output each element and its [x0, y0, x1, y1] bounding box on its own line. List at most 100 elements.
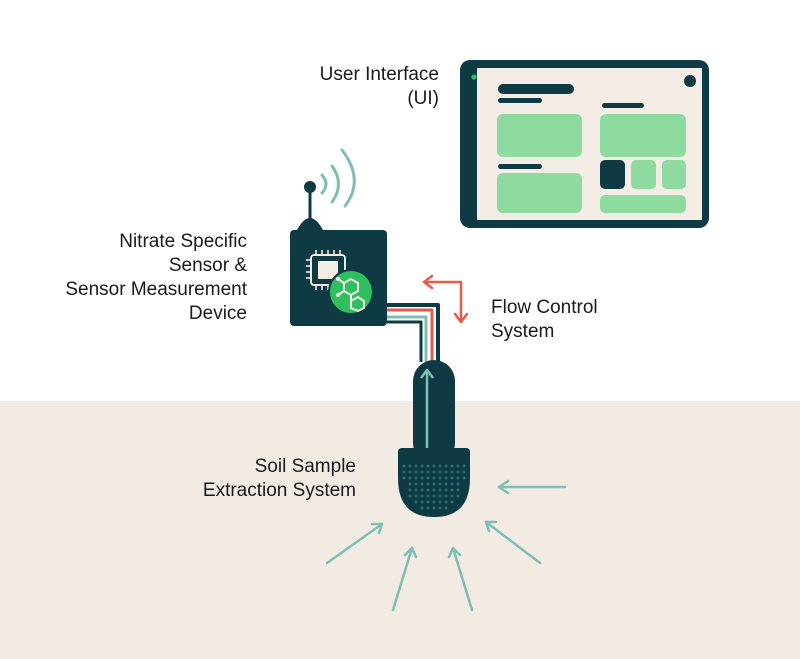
perforation-dot: [450, 482, 454, 486]
status-led-icon: [471, 74, 477, 80]
ui-label: User Interface (UI): [320, 63, 439, 111]
perforation-dot: [444, 470, 448, 474]
wifi-signal-icon: [320, 148, 356, 208]
perforation-dot: [432, 476, 436, 480]
perforation-dot: [426, 482, 430, 486]
ui-card: [497, 114, 582, 157]
soil-inflow-arrows: [325, 479, 567, 612]
perforation-dot: [426, 464, 430, 468]
soil-extraction-label: Soil Sample Extraction System: [203, 455, 356, 503]
ui-tile: [631, 160, 656, 189]
perforation-dot: [450, 470, 454, 474]
perforation-dot: [438, 470, 442, 474]
bidirectional-arrow-icon: [422, 274, 469, 324]
perforation-dot: [456, 488, 460, 492]
perforation-dot: [402, 476, 406, 480]
soil-ground: [0, 401, 800, 659]
ui-card: [497, 173, 582, 213]
perforation-dot: [444, 476, 448, 480]
perforation-dot: [456, 494, 460, 498]
molecule-icon: [328, 269, 374, 315]
perforation-dot: [432, 482, 436, 486]
sensor-device: [290, 148, 387, 326]
perforation-dot: [456, 470, 460, 474]
ui-card: [600, 114, 686, 157]
perforation-dot: [420, 488, 424, 492]
perforation-dot: [450, 500, 454, 504]
perforation-dot: [426, 494, 430, 498]
perforation-dot: [420, 500, 424, 504]
perforation-dot: [408, 482, 412, 486]
perforation-dot: [426, 500, 430, 504]
perforation-dot: [456, 464, 460, 468]
perforation-dot: [444, 464, 448, 468]
perforation-dot: [432, 506, 436, 510]
sensor-label: Nitrate Specific Sensor & Sensor Measure…: [65, 230, 247, 326]
ui-card: [600, 195, 686, 213]
perforation-dot: [426, 476, 430, 480]
sensor-label-line: Sensor Measurement: [65, 279, 247, 300]
perforation-dot: [450, 476, 454, 480]
sensor-label-line: Sensor &: [168, 255, 247, 276]
perforation-dot: [414, 488, 418, 492]
perforation-dot: [408, 494, 412, 498]
perforation-dot: [432, 464, 436, 468]
ui-label-line: User Interface: [319, 64, 439, 85]
antenna-base: [297, 218, 323, 230]
perforation-dot: [408, 464, 412, 468]
soil-probe: [398, 360, 470, 517]
perforation-dot: [456, 482, 460, 486]
perforation-dot: [408, 470, 412, 474]
perforation-dot: [432, 488, 436, 492]
perforation-dot: [402, 464, 406, 468]
perforation-dot: [414, 470, 418, 474]
perforation-dot: [438, 506, 442, 510]
flow-label-line: Flow Control: [491, 297, 598, 318]
filter-perforations: [402, 464, 466, 510]
perforation-dot: [414, 476, 418, 480]
perforation-dot: [414, 500, 418, 504]
perforation-dot: [444, 506, 448, 510]
perforation-dot: [450, 494, 454, 498]
camera-icon: [684, 75, 696, 87]
perforation-dot: [444, 488, 448, 492]
perforation-dot: [444, 482, 448, 486]
perforation-dot: [414, 482, 418, 486]
perforation-dot: [420, 506, 424, 510]
perforation-dot: [408, 476, 412, 480]
perforation-dot: [438, 488, 442, 492]
soil-label-line: Soil Sample: [254, 456, 356, 477]
perforation-dot: [426, 470, 430, 474]
perforation-dot: [438, 494, 442, 498]
perforation-dot: [402, 470, 406, 474]
perforation-dot: [438, 476, 442, 480]
perforation-dot: [438, 464, 442, 468]
perforation-dot: [444, 500, 448, 504]
perforation-dot: [414, 464, 418, 468]
perforation-dot: [462, 476, 466, 480]
antenna-tip: [304, 181, 316, 193]
perforation-dot: [420, 482, 424, 486]
perforation-dot: [426, 506, 430, 510]
ui-tablet: [460, 60, 709, 228]
chip-icon: [306, 250, 346, 290]
perforation-dot: [456, 476, 460, 480]
flow-tubing: [387, 303, 440, 362]
perforation-dot: [408, 488, 412, 492]
ui-tile: [600, 160, 625, 189]
perforation-dot: [420, 464, 424, 468]
perforation-dot: [450, 488, 454, 492]
sensor-label-line: Device: [188, 303, 247, 324]
perforation-dot: [462, 470, 466, 474]
perforation-dot: [432, 470, 436, 474]
perforation-dot: [444, 494, 448, 498]
perforation-dot: [462, 464, 466, 468]
perforation-dot: [426, 488, 430, 492]
sensor-label-line: Nitrate Specific: [119, 231, 247, 252]
perforation-dot: [450, 464, 454, 468]
flow-label-line: System: [491, 321, 555, 342]
perforation-dot: [432, 494, 436, 498]
ui-tile: [662, 160, 686, 189]
